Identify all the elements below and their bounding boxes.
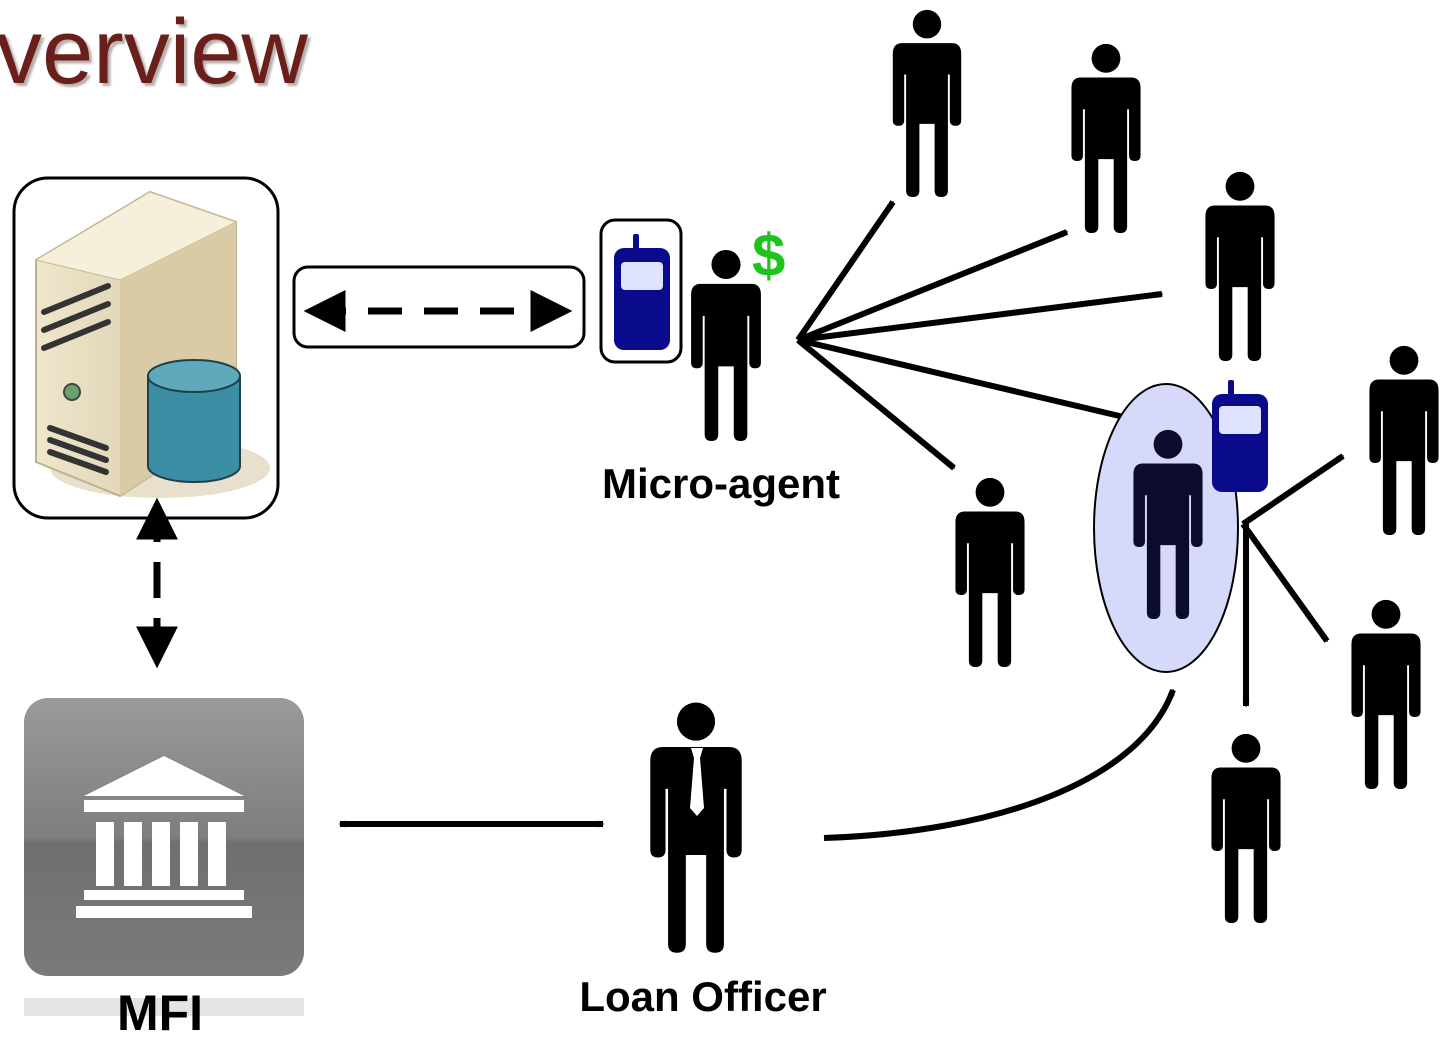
mobile-phone-icon	[599, 218, 683, 364]
slide-title: verview	[0, 1, 308, 103]
client-person-icon	[892, 9, 962, 198]
loan-officer-label: Loan Officer	[579, 973, 827, 1020]
client-person-icon	[1071, 43, 1141, 234]
mfi-label: MFI	[116, 985, 204, 1041]
member-arrows	[1240, 453, 1345, 708]
client-person-icon	[1369, 345, 1439, 536]
member-phone-icon	[1212, 380, 1268, 492]
client-person-icon	[955, 477, 1025, 668]
micro-agent-person-icon	[691, 249, 761, 442]
bank-building-icon	[24, 698, 304, 1016]
client-person-icon	[1351, 599, 1421, 790]
officer-member-link	[823, 688, 1176, 841]
micro-agent-arrows	[795, 200, 1164, 471]
currency-symbol: $	[752, 222, 786, 289]
client-person-icon	[1211, 733, 1281, 924]
client-person-icon	[1205, 171, 1275, 362]
highlighted-member	[1093, 380, 1268, 673]
micro-agent-label: Micro-agent	[601, 460, 840, 507]
server-database-icon	[12, 176, 280, 520]
server-agent-link	[292, 265, 586, 349]
loan-officer-icon	[650, 702, 742, 953]
